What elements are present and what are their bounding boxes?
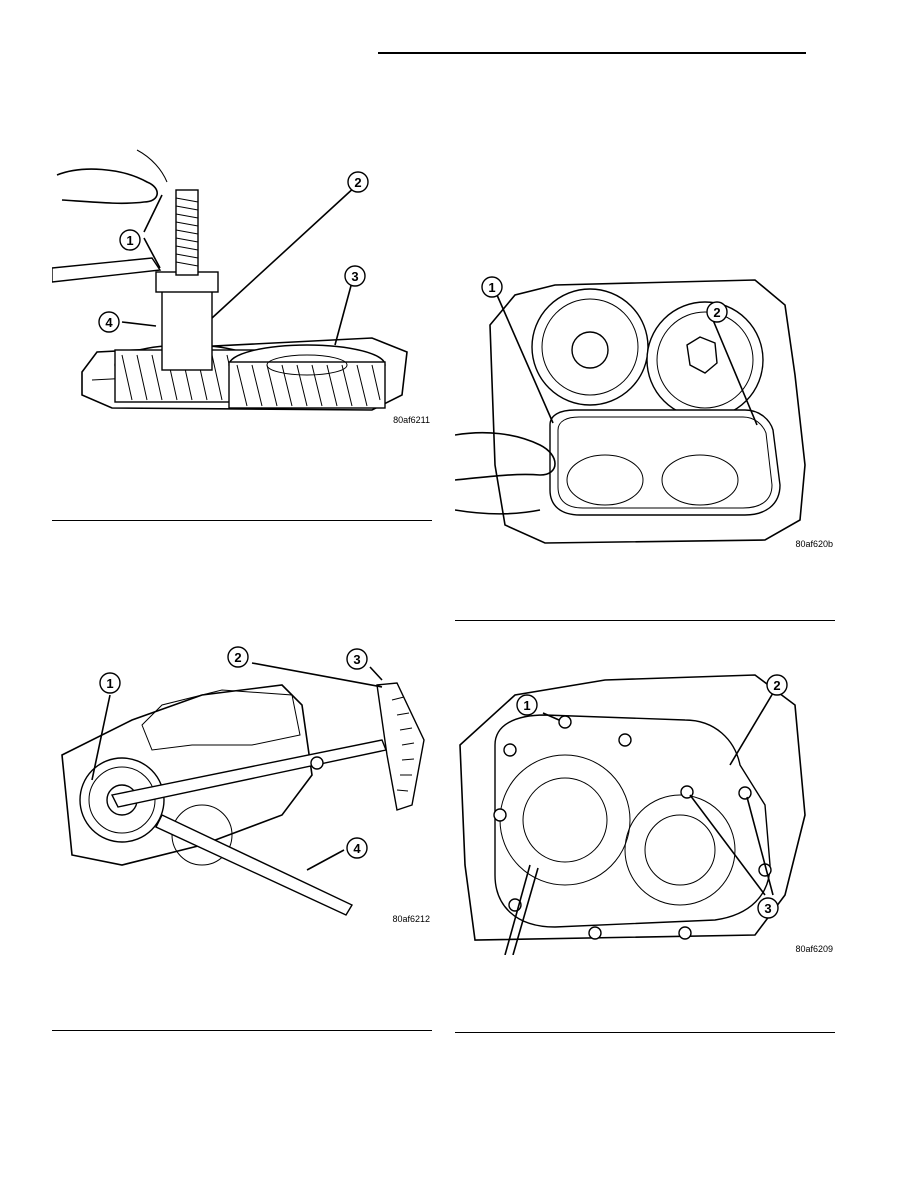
figure-divider: [455, 1032, 835, 1033]
callout-1: 1: [99, 672, 121, 694]
figure-divider: [455, 620, 835, 621]
callout-2: 2: [706, 301, 728, 323]
figure-gear-puller-illustration: 1 2 3 4 80af6211: [52, 149, 430, 425]
svg-text:1: 1: [523, 698, 530, 713]
figure-code: 80af620b: [795, 539, 833, 549]
figure-torque-wrench-illustration: 1 2 3 4 80af6212: [61, 646, 430, 924]
callout-2: 2: [347, 171, 369, 193]
figure-gear-puller: 1 2 3 4 80af6211: [52, 140, 432, 430]
callout-2: 2: [227, 646, 249, 668]
callout-3: 3: [346, 648, 368, 670]
callout-4: 4: [346, 837, 368, 859]
svg-text:4: 4: [105, 315, 113, 330]
figure-gasket-install-illustration: 1 2 80af620b: [455, 276, 833, 549]
figure-code: 80af6211: [393, 415, 430, 425]
svg-text:2: 2: [234, 650, 241, 665]
svg-text:1: 1: [488, 280, 495, 295]
callout-1: 1: [516, 694, 538, 716]
figure-torque-wrench: 1 2 3 4 80af6212: [52, 645, 432, 935]
figure-cover-bolts-illustration: 1 2 3 80af6209: [459, 674, 833, 955]
svg-text:1: 1: [126, 233, 133, 248]
callout-3: 3: [757, 897, 779, 919]
svg-text:2: 2: [713, 305, 720, 320]
header-rule: [378, 52, 806, 54]
svg-text:3: 3: [764, 901, 771, 916]
figure-code: 80af6212: [392, 914, 430, 924]
figure-divider: [52, 520, 432, 521]
callout-4: 4: [98, 311, 120, 333]
figure-divider: [52, 1030, 432, 1031]
callout-1: 1: [119, 229, 141, 251]
svg-text:3: 3: [353, 652, 360, 667]
figure-gasket-install: 1 2 80af620b: [455, 265, 835, 555]
svg-text:1: 1: [106, 676, 113, 691]
figure-cover-bolts: 1 2 3 80af6209: [455, 665, 835, 955]
callout-3: 3: [344, 265, 366, 287]
callout-2: 2: [766, 674, 788, 696]
svg-text:4: 4: [353, 841, 361, 856]
svg-text:2: 2: [773, 678, 780, 693]
figure-code: 80af6209: [795, 944, 833, 954]
callout-1: 1: [481, 276, 503, 298]
svg-text:3: 3: [351, 269, 358, 284]
svg-text:2: 2: [354, 175, 361, 190]
